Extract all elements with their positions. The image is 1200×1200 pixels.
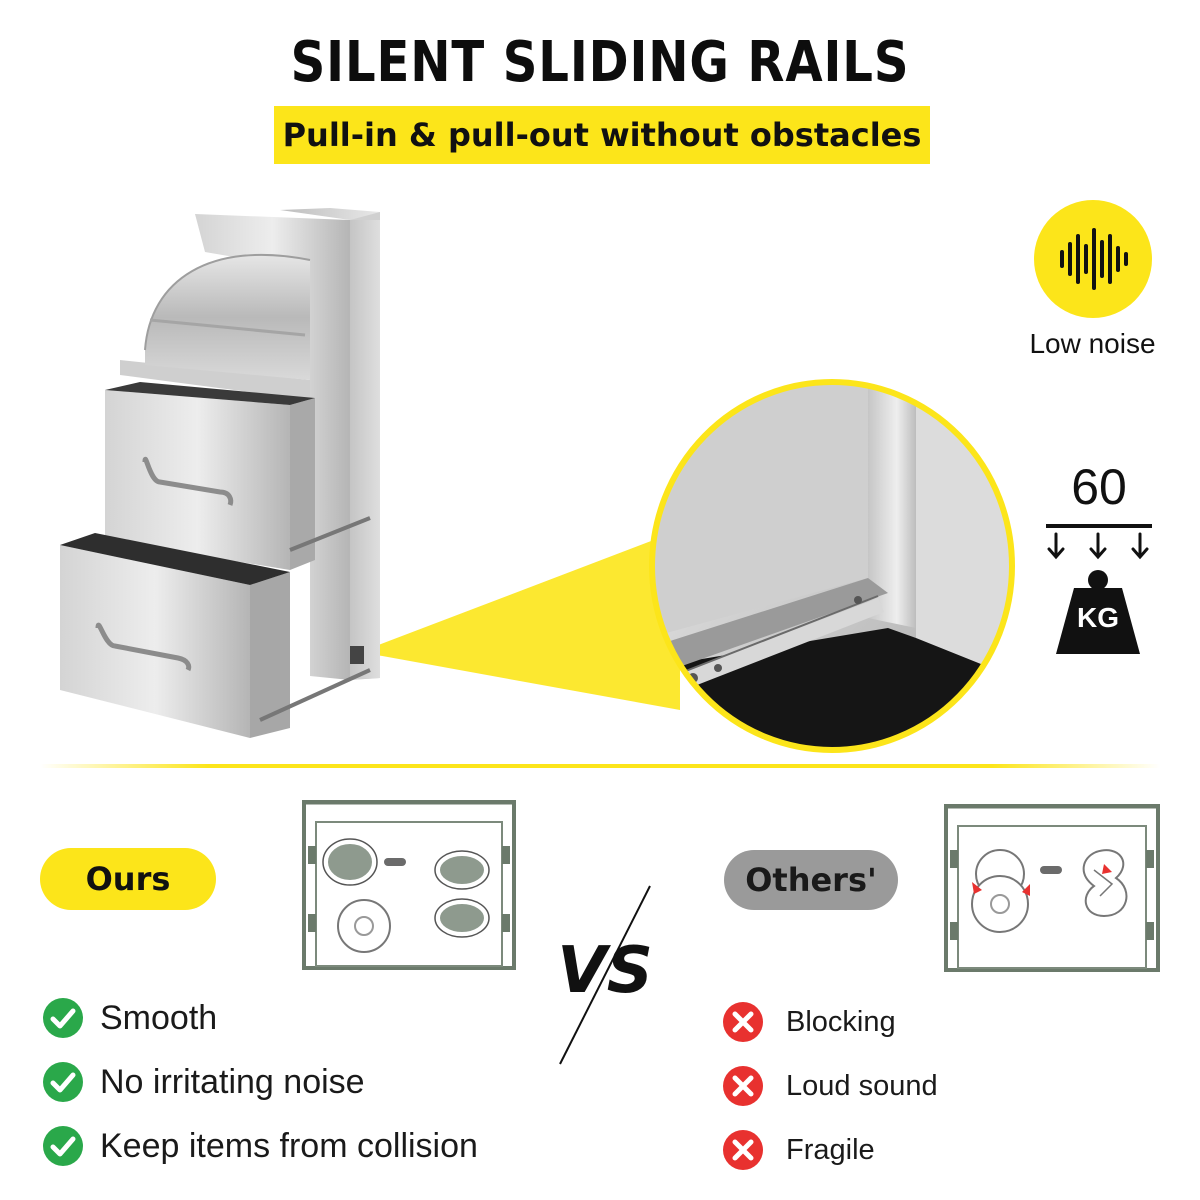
drawer-cabinet-image [60, 208, 380, 738]
zoom-highlight-beam [360, 530, 680, 710]
low-noise-label: Low noise [1029, 328, 1156, 359]
versus-text: VS [557, 934, 653, 1008]
ours-feature-item: No irritating noise [42, 1050, 478, 1114]
others-badge-label: Others' [745, 861, 877, 899]
subtitle-banner: Pull-in & pull-out without obstacles [274, 106, 930, 164]
ours-badge-label: Ours [85, 860, 171, 898]
ours-badge: Ours [40, 848, 216, 910]
others-drawer-diagram [944, 804, 1160, 972]
check-circle-icon [43, 1126, 83, 1166]
others-feature-text: Fragile [786, 1133, 875, 1166]
others-feature-text: Loud sound [786, 1069, 938, 1102]
others-feature-item: Fragile [722, 1118, 938, 1182]
cross-circle-icon [723, 1066, 763, 1106]
weight-unit-label: KG [1077, 602, 1119, 633]
versus-mark: VS [557, 885, 653, 1065]
ours-feature-list: Smooth No irritating noise Keep items fr… [42, 986, 478, 1178]
ours-feature-item: Keep items from collision [42, 1114, 478, 1178]
weight-capacity-value: 60 [1071, 459, 1127, 515]
check-circle-icon [43, 1062, 83, 1102]
others-badge: Others' [724, 850, 898, 910]
subtitle-text: Pull-in & pull-out without obstacles [282, 116, 922, 154]
cross-circle-icon [723, 1130, 763, 1170]
weight-icon [1046, 524, 1152, 654]
ours-drawer-diagram [302, 800, 516, 970]
ours-feature-item: Smooth [42, 986, 478, 1050]
ours-feature-text: Smooth [100, 998, 218, 1037]
cross-circle-icon [723, 1002, 763, 1042]
others-feature-text: Blocking [786, 1005, 896, 1038]
ours-feature-text: No irritating noise [100, 1062, 365, 1101]
page-title: SILENT SLIDING RAILS [290, 30, 910, 95]
others-feature-item: Blocking [722, 990, 938, 1054]
others-feature-item: Loud sound [722, 1054, 938, 1118]
ours-feature-text: Keep items from collision [100, 1126, 478, 1165]
sound-wave-icon [1034, 200, 1152, 318]
others-feature-list: Blocking Loud sound Fragile [722, 990, 938, 1182]
rail-zoom-circle [649, 379, 1015, 753]
section-divider [40, 764, 1160, 768]
check-circle-icon [43, 998, 83, 1038]
